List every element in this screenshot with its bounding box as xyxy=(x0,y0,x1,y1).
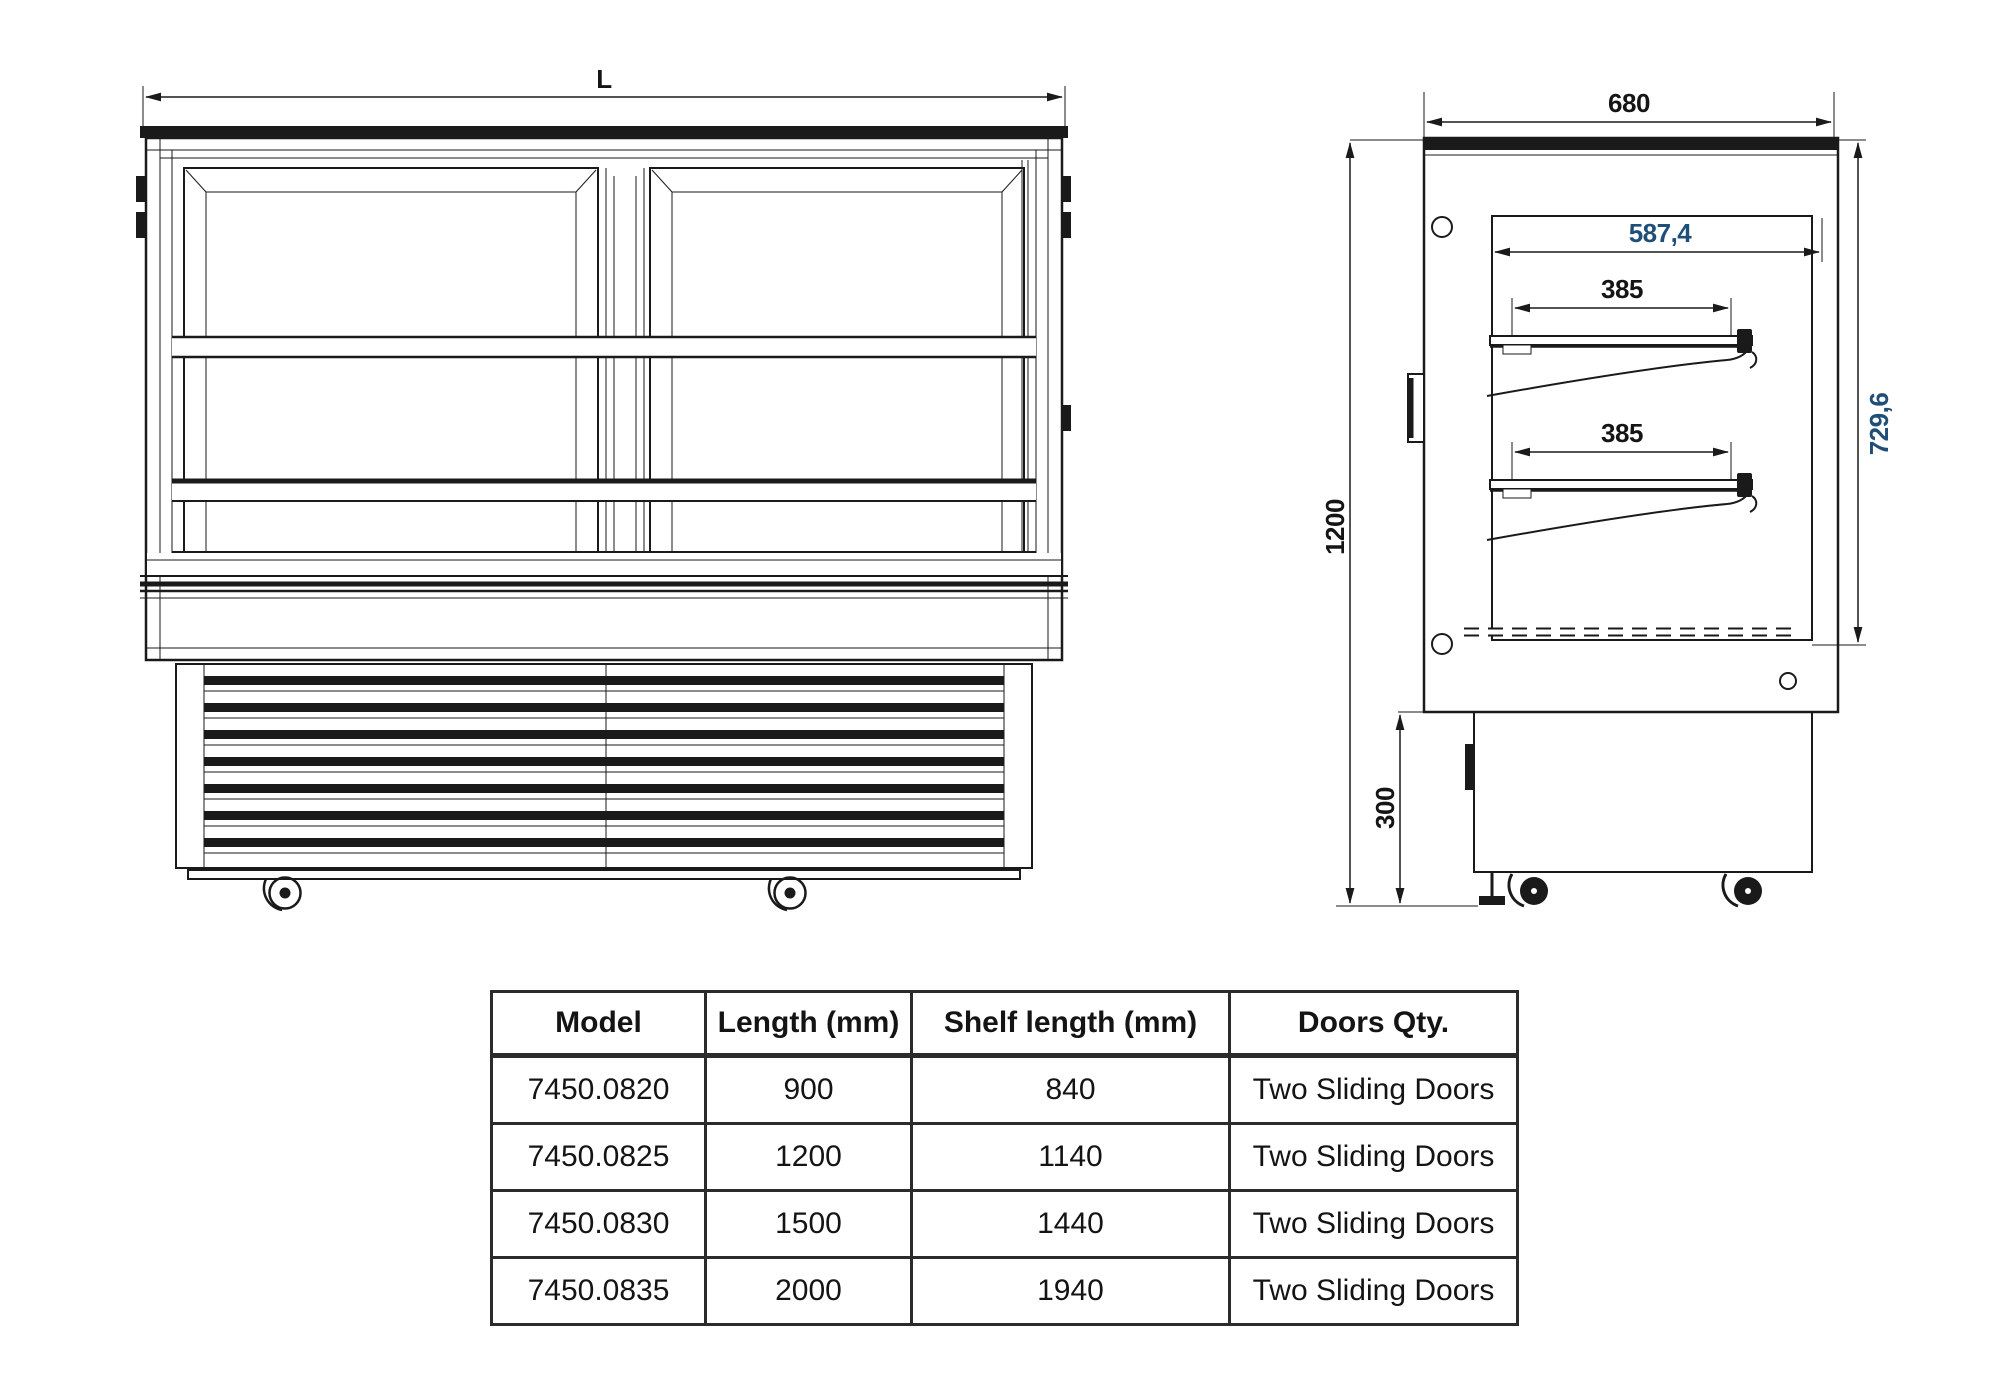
col-header-model: Model xyxy=(490,990,707,1058)
front-deck-bumper xyxy=(140,551,1068,649)
front-body-outline xyxy=(144,136,1064,662)
side-shelf-2: 385 xyxy=(1486,418,1758,541)
table-row: 7450.0835 2000 1940 Two Sliding Doors xyxy=(490,1256,1519,1326)
side-screw-bottom-right xyxy=(1779,672,1797,690)
cell-length: 900 xyxy=(704,1054,913,1125)
col-header-doors-qty: Doors Qty. xyxy=(1228,990,1519,1058)
cell-shelf-length: 840 xyxy=(910,1054,1231,1125)
side-base-unit xyxy=(1473,711,1813,873)
spec-table-header-row: Model Length (mm) Shelf length (mm) Door… xyxy=(490,990,1519,1058)
front-view-drawing: L xyxy=(136,64,1071,912)
front-top-cap xyxy=(140,126,1068,138)
table-row: 7450.0830 1500 1440 Two Sliding Doors xyxy=(490,1189,1519,1259)
side-caster-left xyxy=(1507,873,1548,908)
cell-length: 2000 xyxy=(704,1256,913,1326)
cell-model: 7450.0830 xyxy=(490,1189,707,1259)
cell-length: 1500 xyxy=(704,1189,913,1259)
side-shelf-1: 385 xyxy=(1486,274,1758,397)
cell-length: 1200 xyxy=(704,1122,913,1192)
cell-model: 7450.0835 xyxy=(490,1256,707,1326)
side-view-drawing: 680 587,4 385 xyxy=(1320,88,1894,908)
side-leveling-foot xyxy=(1479,872,1505,905)
front-shelf-bar-1 xyxy=(172,335,1036,359)
col-header-length: Length (mm) xyxy=(704,990,913,1058)
side-base-height-dim-label: 300 xyxy=(1370,787,1400,829)
side-base-tab xyxy=(1465,744,1474,790)
cell-doors: Two Sliding Doors xyxy=(1228,1189,1519,1259)
front-right-hinge-tab xyxy=(1062,176,1071,202)
cell-doors: Two Sliding Doors xyxy=(1228,1256,1519,1326)
side-shelf1-dim-label: 385 xyxy=(1601,274,1643,304)
front-caster-right xyxy=(767,876,807,912)
spec-table: Model Length (mm) Shelf length (mm) Door… xyxy=(490,990,1519,1326)
front-left-hinge-tab xyxy=(136,176,145,202)
front-length-dim-label: L xyxy=(596,64,612,94)
side-top-cap xyxy=(1424,138,1838,150)
cell-doors: Two Sliding Doors xyxy=(1228,1054,1519,1125)
side-window-width-dim-label: 587,4 xyxy=(1629,218,1693,248)
side-depth-dim-label: 680 xyxy=(1608,88,1650,118)
front-right-hinge-tab xyxy=(1062,212,1071,238)
front-louvered-base xyxy=(175,663,1033,880)
table-row: 7450.0825 1200 1140 Two Sliding Doors xyxy=(490,1122,1519,1192)
front-right-hinge-tab xyxy=(1062,405,1071,431)
cell-shelf-length: 1440 xyxy=(910,1189,1231,1259)
side-caster-right xyxy=(1721,873,1762,908)
cell-model: 7450.0820 xyxy=(490,1054,707,1125)
col-header-shelf-length: Shelf length (mm) xyxy=(910,990,1231,1058)
side-screw-top-left xyxy=(1431,216,1453,238)
cell-shelf-length: 1940 xyxy=(910,1256,1231,1326)
cell-shelf-length: 1140 xyxy=(910,1122,1231,1192)
side-shelf2-dim-label: 385 xyxy=(1601,418,1643,448)
front-left-hinge-tab xyxy=(136,212,145,238)
side-window-height-dim-label: 729,6 xyxy=(1864,393,1894,456)
drawing-canvas: L xyxy=(136,64,1894,912)
side-height-dim-label: 1200 xyxy=(1320,499,1350,555)
front-shelf-bar-2 xyxy=(172,478,1036,502)
front-caster-left xyxy=(262,876,302,912)
side-display-window xyxy=(1491,215,1813,641)
side-screw-bottom-left xyxy=(1431,633,1453,655)
table-row: 7450.0820 900 840 Two Sliding Doors xyxy=(490,1054,1519,1125)
cell-doors: Two Sliding Doors xyxy=(1228,1122,1519,1192)
cell-model: 7450.0825 xyxy=(490,1122,707,1192)
